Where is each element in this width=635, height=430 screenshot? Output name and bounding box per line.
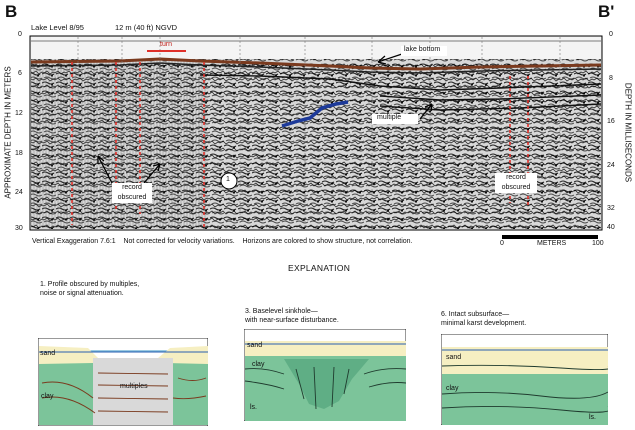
sand-label-6: sand: [446, 354, 462, 361]
explanation-caption-3: 3. Baselevel sinkhole— with near-surface…: [245, 308, 339, 324]
left-tick-label: 30: [15, 225, 23, 232]
sinkhole-marker-circle: [220, 172, 238, 190]
ls-label-3: ls.: [250, 404, 257, 411]
right-tick-label: 0: [609, 31, 613, 38]
left-tick-label: 12: [15, 110, 23, 117]
clay-label-3: clay: [252, 361, 265, 368]
right-tick-label: 32: [607, 205, 615, 212]
sand-label-1: sand: [40, 350, 56, 357]
subbottom-layers: [199, 74, 602, 111]
profile-start-label: B: [5, 2, 18, 21]
annotation-arrows: [97, 52, 433, 184]
left-tick-label: 0: [18, 31, 22, 38]
scale-unit-label: METERS: [537, 240, 567, 247]
left-tick-label: 24: [15, 189, 23, 196]
sinkhole-marker-number: 1: [226, 176, 230, 183]
scale-start-label: 0: [500, 240, 504, 247]
blue-horizon: [281, 100, 349, 128]
survey-marks: [77, 37, 561, 229]
lake-level-label: Lake Level 8/95: [31, 23, 84, 32]
explanation-caption-6: 6. Intact subsurface— minimal karst deve…: [441, 311, 527, 327]
explanation-diagram-1: [38, 338, 208, 426]
clay-label-6: clay: [446, 385, 459, 392]
elevation-label: 12 m (40 ft) NGVD: [115, 23, 178, 32]
scale-bar: [502, 235, 598, 239]
right-tick-label: 16: [607, 118, 615, 125]
record-obscured-left-label: record obscured: [117, 184, 147, 201]
ls-label-6: ls.: [589, 414, 596, 421]
multiples-label: multiples: [120, 383, 148, 390]
explanation-caption-1: 1. Profile obscured by multiples, noise …: [40, 281, 140, 297]
scale-end-label: 100: [592, 240, 604, 247]
left-tick-label: 18: [15, 150, 23, 157]
lake-bottom-reflector: [30, 57, 602, 71]
explanation-title: EXPLANATION: [288, 263, 351, 273]
lake-bottom-label: lake bottom: [404, 46, 441, 53]
right-tick-label: 24: [607, 162, 615, 169]
profile-notes: Vertical Exaggeration 7.6:1 Not correcte…: [32, 238, 413, 245]
clay-label-1: clay: [41, 393, 54, 400]
lake-bottom-reflector-shadow: [30, 62, 602, 74]
seismic-profile: [29, 35, 603, 231]
turn-label: turn: [160, 41, 173, 48]
left-tick-label: 6: [18, 70, 22, 77]
sand-label-3: sand: [247, 342, 263, 349]
multiple-label: multiple: [377, 114, 402, 121]
record-obscured-right-label: record obscured: [501, 174, 531, 191]
explanation-diagram-6: [441, 334, 608, 425]
profile-end-label: B': [598, 2, 615, 21]
explanation-diagram-3: [244, 329, 406, 421]
right-tick-label: 8: [609, 75, 613, 82]
water-column: [31, 37, 601, 59]
right-tick-label: 40: [607, 224, 615, 231]
